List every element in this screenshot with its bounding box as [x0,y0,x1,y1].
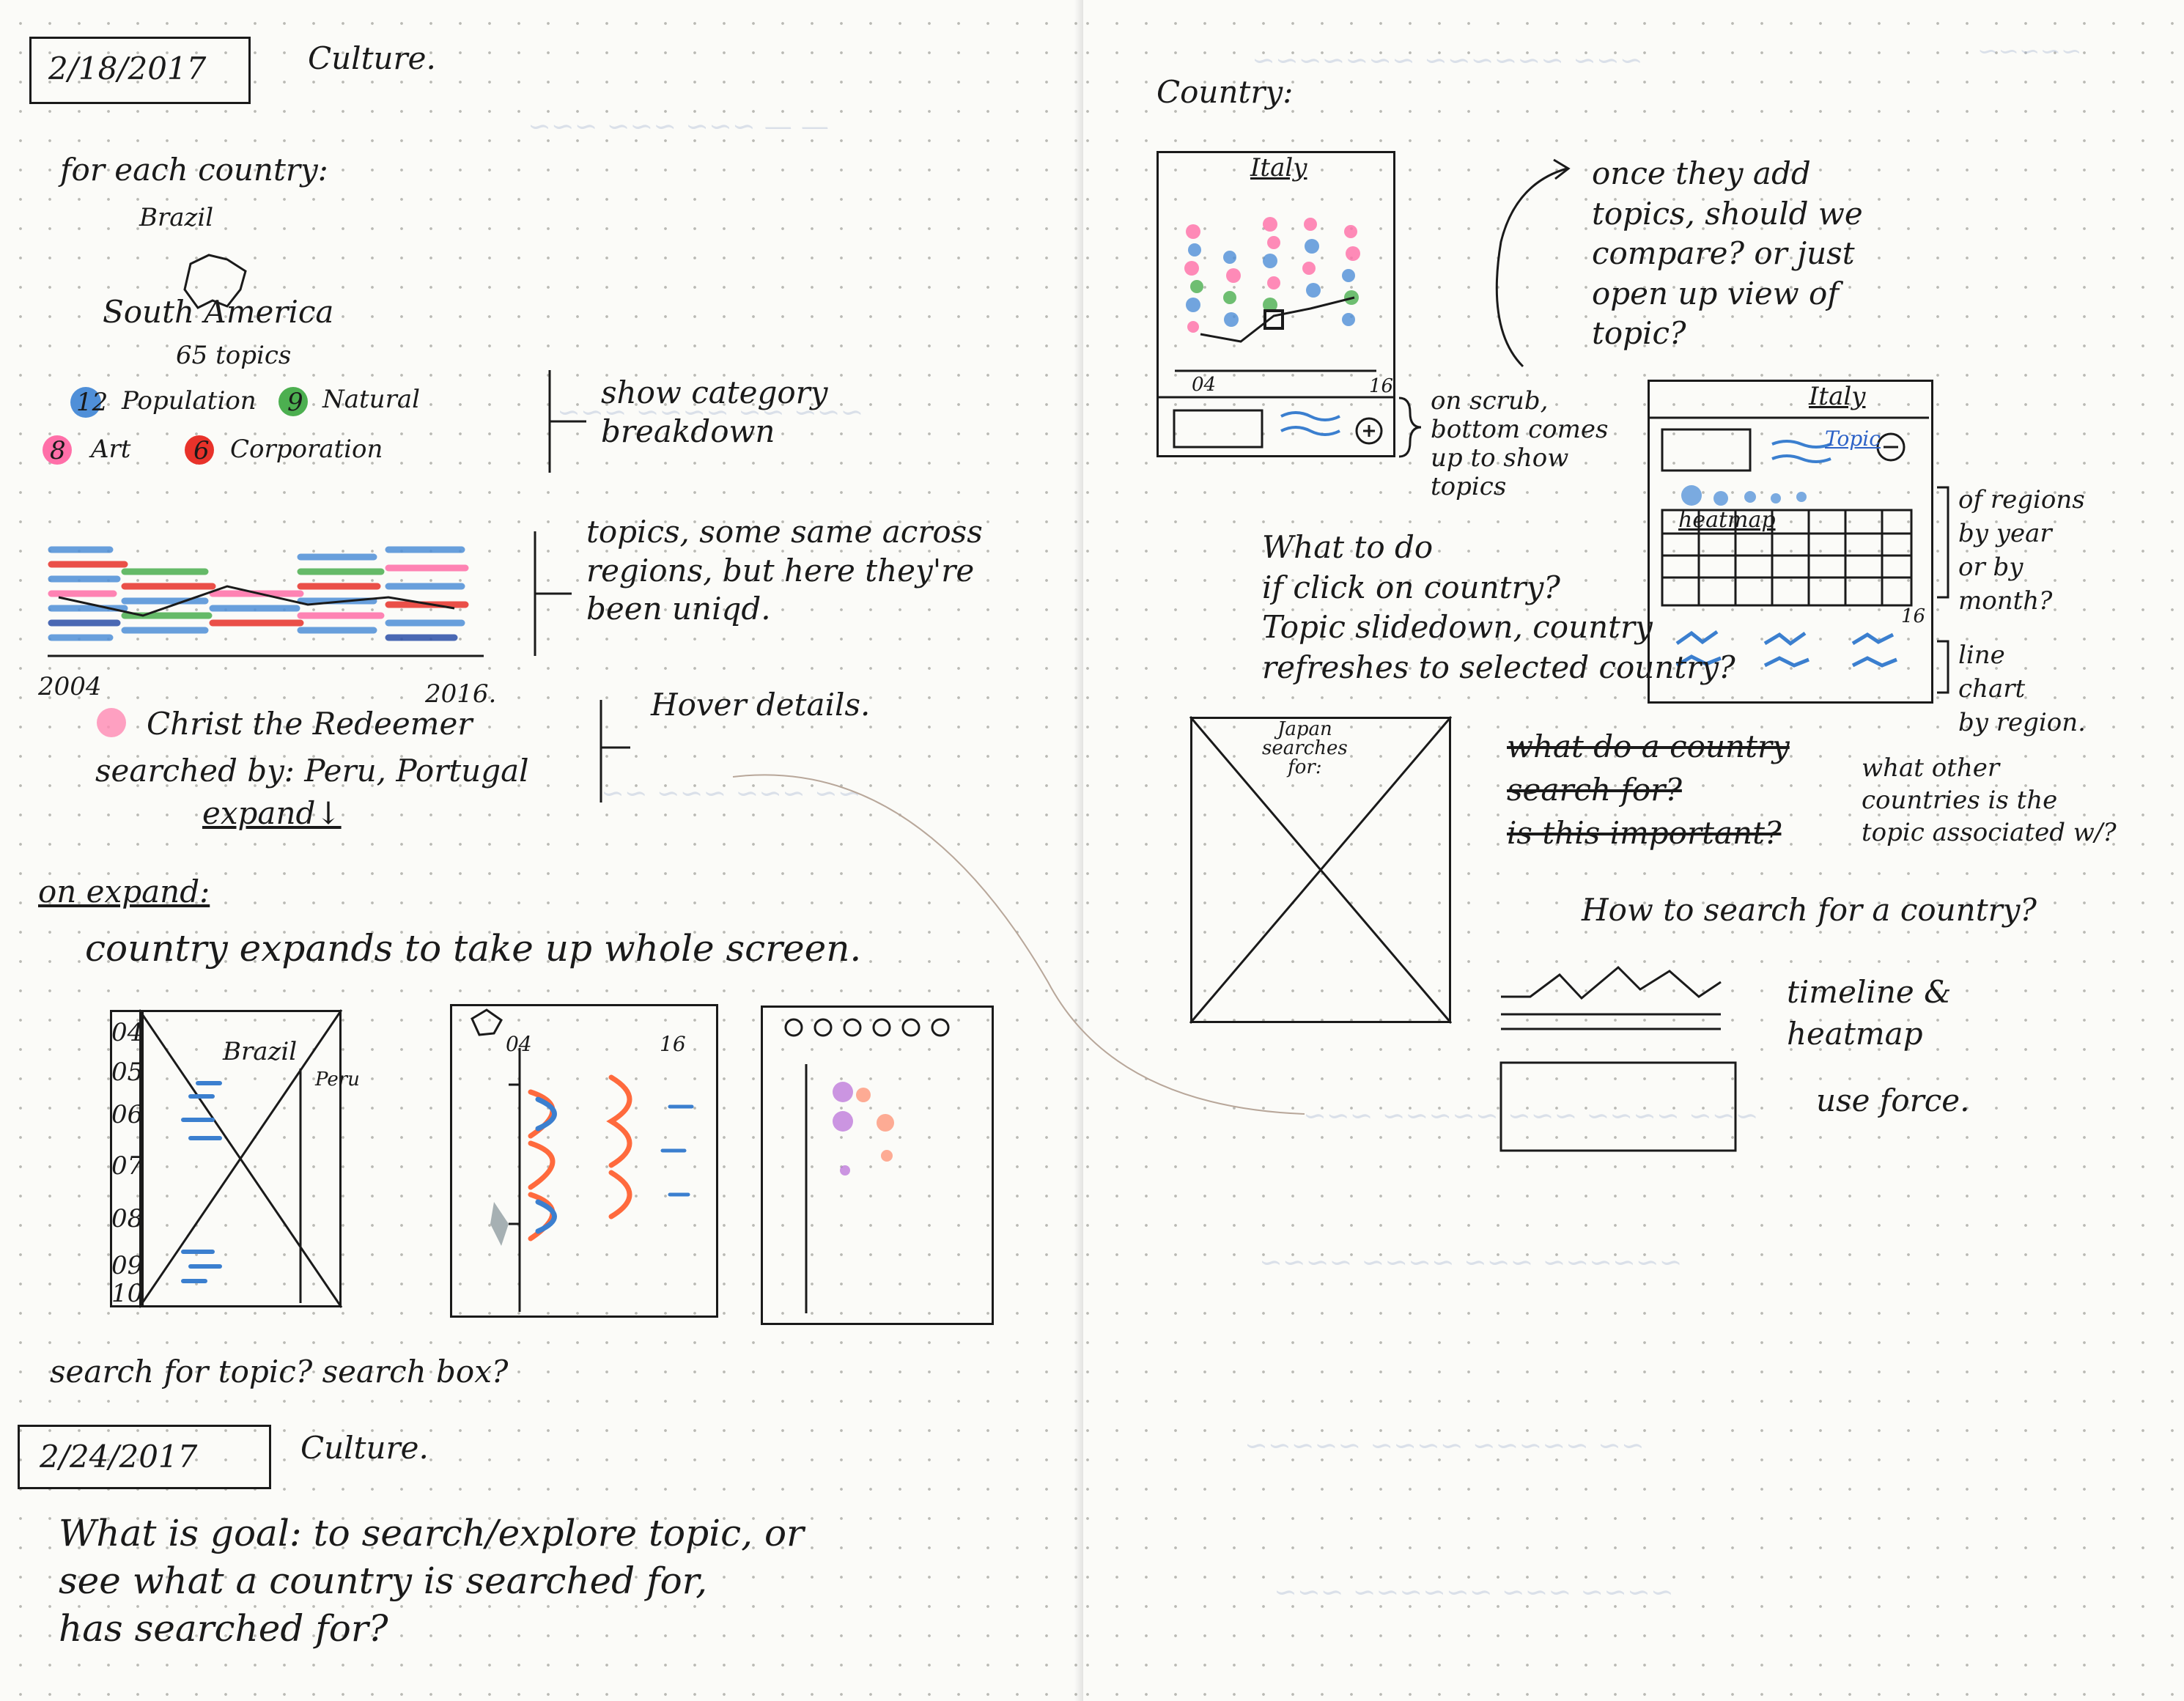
year-label: 08 [111,1204,144,1233]
bleed-through-text: ~~~~~ [1977,37,2082,66]
year-label: 09 [111,1251,144,1280]
expand-description: country expands to take up whole screen. [85,927,862,970]
use-force-note: use force. [1816,1082,1970,1118]
frame-label: Italy [1250,153,1307,182]
bracket [534,531,572,656]
bleed-through-text: ~~~~ ~~~ ~~~~~~ ~~~ [1274,1576,1674,1608]
expand-sketch-2 [471,1008,694,1312]
year-label: 04 [111,1018,144,1047]
date-box [29,37,251,104]
category-label: Population [122,386,257,416]
category-label: Corporation [230,435,383,464]
click-question: What to do if click on country? Topic sl… [1262,529,1735,685]
bleed-through-text: ~~~ ~~~~~~ ~~~~~~~ [1252,44,1643,76]
goal-question: What is goal: to search/explore topic, o… [59,1512,804,1650]
timeline-end: 2016. [425,679,497,709]
topic-title: Christ the Redeemer [147,706,473,742]
bracket [600,700,630,802]
japan-label: Japan searches for: [1262,718,1348,778]
region-label: South America [103,294,334,330]
section-heading: Culture. [300,1430,429,1466]
category-label: Art [91,435,131,464]
other-countries-note: what other countries is the topic associ… [1862,753,2117,848]
regions-note: of regions by year or by month? [1958,485,2085,616]
timeline-start: 2004 [38,672,102,701]
timeline-heatmap-label: timeline & heatmap [1787,974,1952,1052]
bookmark-thread [732,774,1305,1115]
add-topics-note: once they add topics, should we compare?… [1592,155,1863,352]
placeholder-x [1189,716,1453,1024]
expand-sketch-3 [784,1018,950,1313]
category-dot [43,435,72,465]
expand-sketch-1 [138,1009,343,1308]
bracket [1937,640,1949,694]
heatmap-axis-end: 16 [1901,605,1926,627]
line-chart-note: line chart by region. [1958,641,2086,737]
date-label: 2/18/2017 [48,51,207,86]
scrub-note: on scrub, bottom comes up to show topics [1431,386,1609,502]
expand-sketch-frame [139,1010,342,1307]
heatmap-label: heatmap [1678,507,1776,533]
search-note: search for topic? search box? [50,1354,509,1390]
category-dot [70,387,101,418]
bracket [1937,486,1949,599]
sketch-country: Peru [315,1069,360,1091]
country-name: Brazil [139,203,214,232]
country-view-chart [1156,217,1395,449]
country-outline-icon [183,254,247,309]
left-page: — — ~~~ ~~~ ~~~ ~~~ ~~ ~~~~ ~~~ ~~ ~~~ ~… [0,0,1083,1701]
category-dot [185,435,214,465]
category-dot [278,387,308,416]
axis-end: 16 [1369,375,1394,397]
crossed-question: what do a country search for? is this im… [1507,728,1790,851]
right-page: ~~~ ~~~~~~ ~~~~~~~ ~~~ ~~~~ ~~~ ~~~~~ ~~… [1083,0,2184,1701]
topics-note: topics, some same across regions, but he… [586,514,983,627]
topic-timeline-sketch [48,546,484,657]
on-expand-heading: on expand: [38,874,210,909]
section-heading: Culture. [308,40,436,76]
how-to-search: How to search for a country? [1582,892,2037,928]
year-label: 05 [111,1058,144,1087]
bleed-through-text: — — ~~~ ~~~ ~~~ [528,110,829,142]
year-column [110,1010,144,1307]
heatmap-frame-label: Italy [1809,382,1866,411]
sketch-country: Brazil [223,1037,298,1066]
topic-label: Topic [1825,427,1881,451]
topic-dot [97,708,126,737]
timeline-heatmap-sketch [1499,965,1737,1152]
expand-sketch-frame [761,1006,994,1325]
arrow [1495,158,1571,368]
date-box [18,1425,271,1489]
category-count: 8 [50,436,66,465]
hover-note: Hover details. [651,687,871,723]
sketch-axis-end: 16 [660,1032,686,1056]
category-label: Natural [322,385,420,414]
expand-link[interactable]: expand↓ [202,795,342,831]
category-count: 12 [76,388,108,417]
category-note: show category breakdown [601,374,828,449]
heatmap-view-sketch [1648,380,1933,704]
expand-sketch-frame [450,1004,718,1318]
searched-by: searched by: Peru, Portugal [95,753,529,789]
for-each-heading: for each country: [60,152,328,188]
date-label: 2/24/2017 [40,1439,198,1475]
country-search-sketch [1190,717,1451,1023]
category-count: 6 [193,436,210,465]
country-view-sketch [1156,151,1395,457]
bleed-through-text: ~~~~~~ ~~~ ~~~~ ~~~~ [1259,1246,1683,1278]
heatmap-view-chart [1648,416,1929,668]
bracket [548,370,586,473]
topic-count: 65 topics [176,341,292,370]
axis-start: 04 [1192,374,1217,396]
sketch-axis-start: 04 [506,1032,532,1056]
year-label: 07 [111,1151,144,1181]
category-count: 9 [287,388,303,417]
bleed-through-text: ~~ ~~~~~ ~~~~ ~~~~~ [1244,1429,1645,1461]
year-label: 06 [111,1100,144,1129]
year-label: 10 [111,1279,144,1308]
brace [1398,396,1422,458]
country-heading: Country: [1156,74,1294,110]
